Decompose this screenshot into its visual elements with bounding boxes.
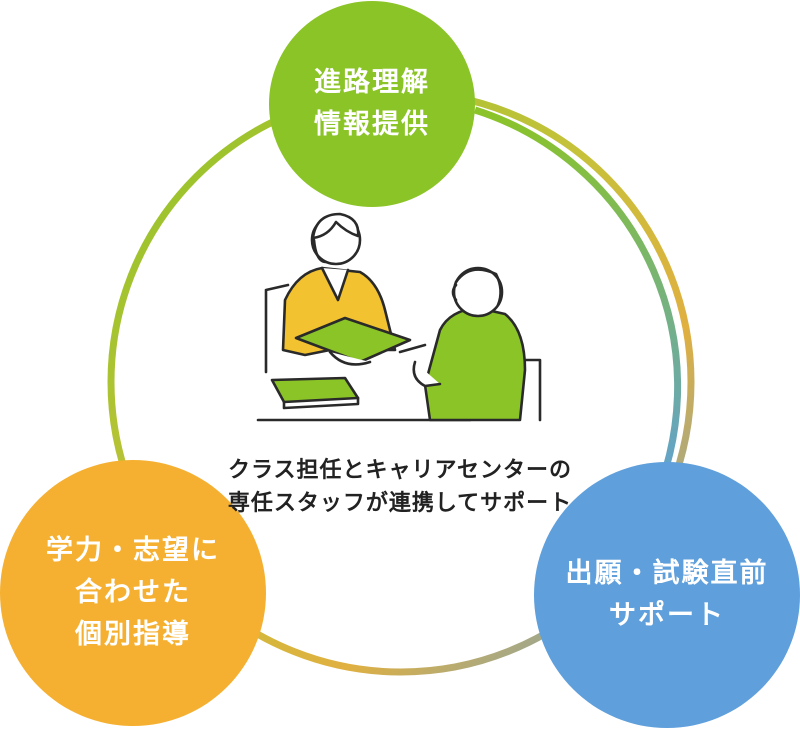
node-career-understanding: 進路理解 情報提供 [269,1,475,207]
center-caption-line-1: クラス担任とキャリアセンターの [227,458,573,483]
node-top-line-1: 進路理解 [314,67,430,98]
node-application-support: 出願・試験直前 サポート [534,462,800,728]
node-left-line-2: 合わせた [75,577,191,608]
center-caption-line-2: 専任スタッフが連携してサポート [227,491,573,516]
counseling-illustration [256,212,542,422]
ring-right-arc [473,106,682,512]
node-top-line-2: 情報提供 [314,109,430,140]
node-right-line-2: サポート [609,600,725,631]
node-right-line-1: 出願・試験直前 [565,558,769,589]
node-left-line-3: 個別指導 [75,619,191,650]
node-individual-guidance: 学力・志望に 合わせた 個別指導 [0,460,266,726]
node-left-line-1: 学力・志望に [46,535,220,566]
